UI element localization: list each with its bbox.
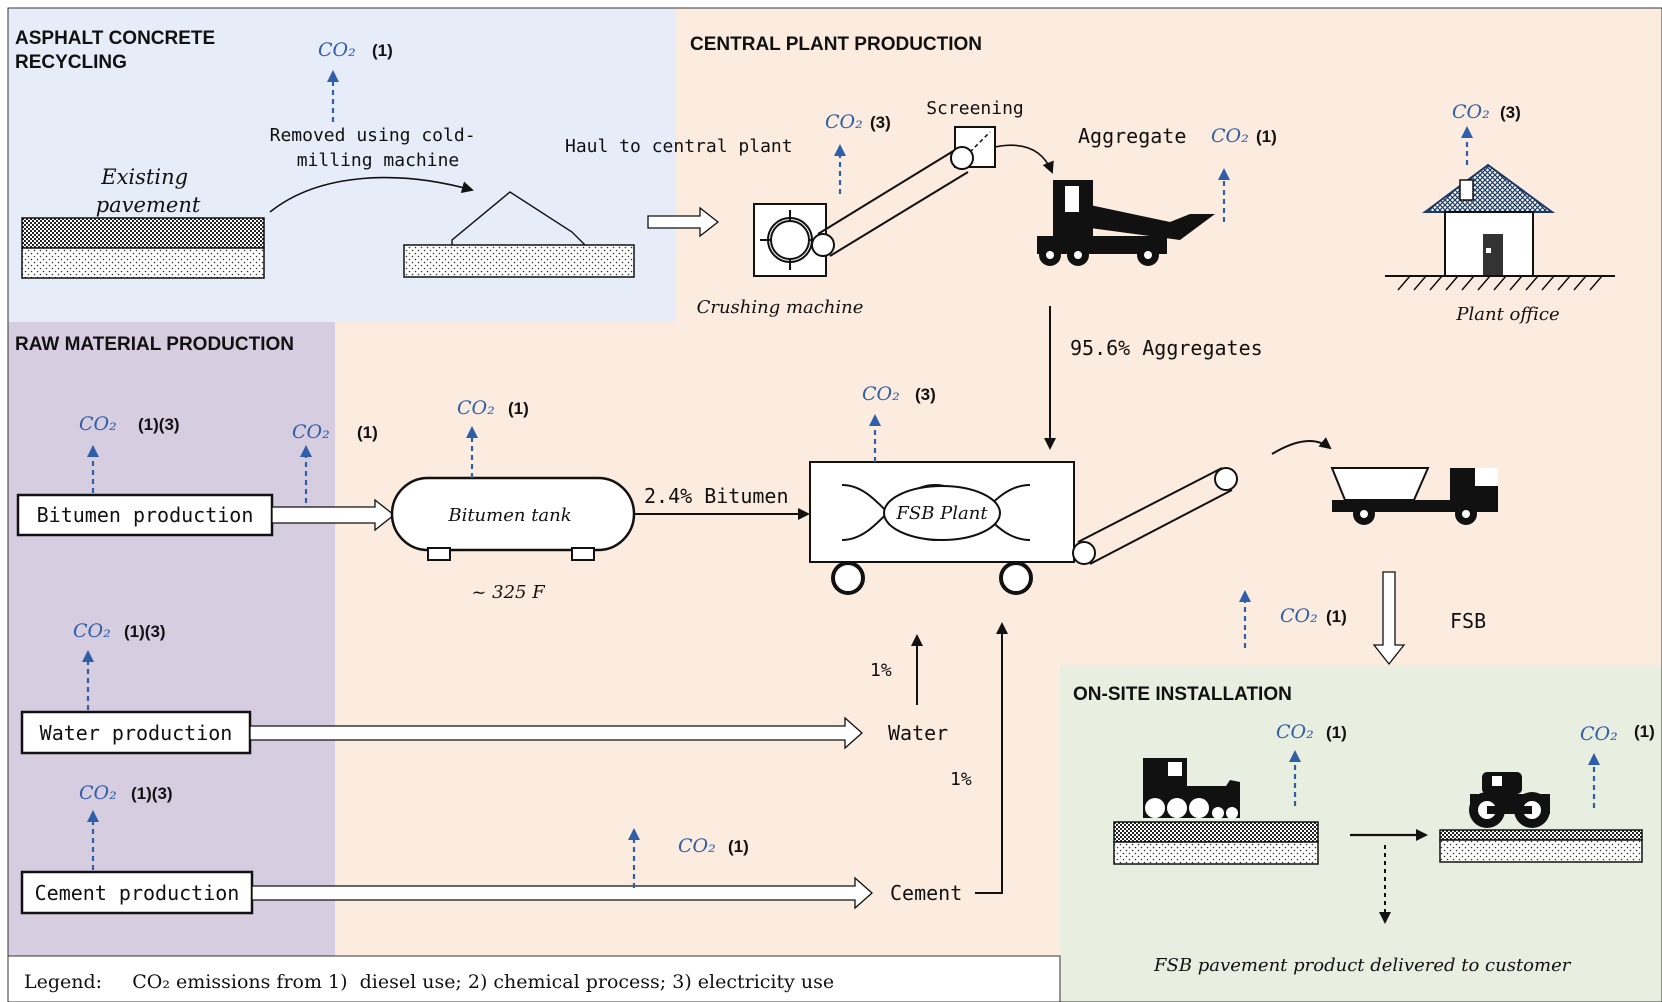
- cement-pct-label: 1%: [950, 769, 972, 790]
- co2-note: (3): [870, 113, 891, 132]
- plant-office-label: Plant office: [1455, 304, 1559, 325]
- co2-note: (1): [1256, 127, 1277, 146]
- paver-icon: [1113, 758, 1319, 865]
- co2-label: CO₂: [1276, 721, 1314, 743]
- aggregate-label: Aggregate: [1078, 124, 1186, 148]
- water-pct-label: 1%: [870, 660, 892, 681]
- co2-note: (1): [508, 399, 529, 418]
- co2-recycling: CO₂ (1): [318, 39, 393, 122]
- plant-office-icon: [1385, 163, 1615, 291]
- milling-arrow: [269, 176, 474, 213]
- cement-production-arrow: [251, 876, 873, 910]
- cement-production-label: Cement production: [35, 881, 240, 905]
- bitumen-production-arrow: [271, 498, 396, 532]
- section-title-recycling-line2: RECYCLING: [15, 52, 127, 73]
- outer-frame: [7, 7, 1662, 1002]
- co2-note: (3): [1500, 103, 1521, 122]
- co2-roller: CO₂ (1): [1580, 722, 1655, 808]
- co2-tank: CO₂ (1): [457, 397, 529, 478]
- delivered-label: FSB pavement product delivered to custom…: [1153, 955, 1572, 976]
- co2-fsb-plant: CO₂ (3): [862, 383, 936, 462]
- co2-cement-prod: CO₂ (1)(3): [79, 782, 173, 870]
- co2-label: CO₂: [1580, 723, 1618, 745]
- cement-arrow: [975, 622, 1008, 894]
- dump-truck-icon: [1330, 467, 1498, 525]
- co2-label: CO₂: [73, 620, 111, 642]
- screening-icon: [950, 126, 996, 170]
- screening-label: Screening: [926, 98, 1024, 119]
- bitumen-production-label: Bitumen production: [37, 503, 254, 527]
- co2-note: (1): [1326, 723, 1347, 742]
- co2-bitumen-prod-a: CO₂ (1)(3): [79, 413, 180, 493]
- co2-label: CO₂: [79, 782, 117, 804]
- section-title-central: CENTRAL PLANT PRODUCTION: [690, 34, 982, 55]
- co2-cement-haul: CO₂ (1): [628, 828, 749, 888]
- co2-note: (1)(3): [124, 622, 166, 641]
- fsb-plant-icon: [809, 461, 1238, 595]
- roller-icon: [1439, 772, 1643, 863]
- co2-label: CO₂: [862, 383, 900, 405]
- milled-pavement-icon: [403, 191, 635, 278]
- co2-note: (1): [357, 423, 378, 442]
- co2-label: CO₂: [1211, 125, 1249, 147]
- co2-note: (1): [1326, 607, 1347, 626]
- removed-label: Removed using cold- milling machine: [270, 125, 487, 171]
- bitumen-production-box: [16, 493, 274, 537]
- co2-note: (1): [1634, 722, 1655, 741]
- co2-paver: CO₂ (1): [1276, 721, 1347, 806]
- fsb-arrow: [1372, 571, 1406, 666]
- legend-text: Legend: CO₂ emissions from 1) diesel use…: [24, 971, 834, 993]
- aggregates-pct-label: 95.6% Aggregates: [1070, 336, 1263, 360]
- water-production-arrow: [249, 716, 863, 750]
- section-title-onsite: ON-SITE INSTALLATION: [1073, 684, 1292, 705]
- water-label: Water: [888, 721, 948, 745]
- haul-arrow: [647, 206, 720, 238]
- co2-label: CO₂: [318, 39, 356, 61]
- co2-label: CO₂: [79, 413, 117, 435]
- co2-note: (1): [372, 41, 393, 60]
- co2-fsb-haul: CO₂ (1): [1239, 590, 1347, 648]
- co2-note: (1)(3): [131, 784, 173, 803]
- co2-label: CO₂: [825, 111, 863, 133]
- legend-box: [7, 955, 1061, 1002]
- cement-label: Cement: [890, 881, 962, 905]
- bitumen-pct-label: 2.4% Bitumen: [644, 484, 789, 508]
- co2-note: (3): [915, 385, 936, 404]
- co2-note: (1): [728, 837, 749, 856]
- water-production-label: Water production: [40, 721, 233, 745]
- section-title-raw: RAW MATERIAL PRODUCTION: [15, 334, 294, 355]
- co2-office: CO₂ (3): [1452, 101, 1521, 165]
- section-title-recycling: ASPHALT CONCRETE RECYCLING: [15, 28, 221, 73]
- existing-pavement-label: Existing pavement: [96, 165, 201, 217]
- co2-bitumen-prod-b: CO₂ (1): [292, 421, 378, 503]
- existing-pavement-icon: [21, 217, 265, 279]
- co2-label: CO₂: [1452, 101, 1490, 123]
- screening-arrow: [994, 144, 1054, 174]
- co2-water-prod: CO₂ (1)(3): [73, 620, 166, 710]
- fsb-label: FSB: [1450, 609, 1486, 633]
- water-production-box: [20, 710, 252, 755]
- co2-aggregate: CO₂ (1): [1211, 125, 1277, 222]
- co2-label: CO₂: [457, 397, 495, 419]
- fsb-plant-label: FSB Plant: [895, 503, 988, 524]
- co2-label: CO₂: [292, 421, 330, 443]
- co2-note: (1)(3): [138, 415, 180, 434]
- truck-arrow: [1271, 437, 1332, 455]
- section-title-recycling-line1: ASPHALT CONCRETE: [15, 28, 215, 49]
- bitumen-tank-label: Bitumen tank: [447, 505, 571, 526]
- co2-crushing: CO₂ (3): [825, 111, 891, 194]
- co2-label: CO₂: [678, 835, 716, 857]
- crushing-label: Crushing machine: [697, 297, 864, 318]
- temperature-label: ~ 325 F: [471, 582, 546, 603]
- co2-label: CO₂: [1280, 605, 1318, 627]
- loader-icon: [1037, 180, 1215, 266]
- haul-label: Haul to central plant: [565, 136, 793, 157]
